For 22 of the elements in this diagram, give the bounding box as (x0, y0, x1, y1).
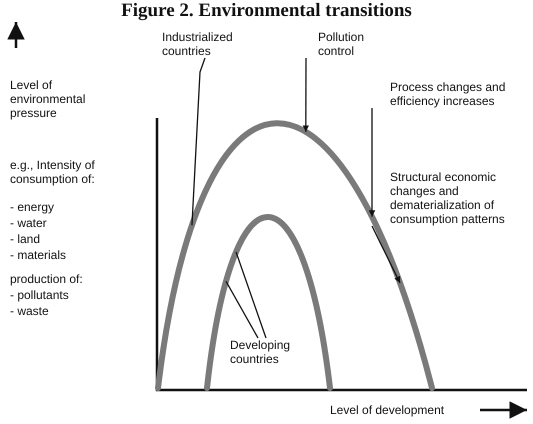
annotation-text: Pollution control (298, 30, 388, 58)
leader-line (235, 252, 267, 338)
axis-label: e.g., Intensity of consumption of: (10, 158, 96, 186)
curve-label: Industrialized countries (162, 30, 254, 58)
leader-line (225, 280, 259, 338)
arrow (368, 108, 376, 217)
arrow (302, 58, 310, 132)
axis-label: Level of environmental pressure (10, 78, 86, 120)
annotation-text: Structural economic changes and dematerialization of consumption patterns (362, 170, 530, 226)
axis-label: production of: (10, 272, 84, 286)
arrow (371, 226, 401, 284)
list-item: - materials (10, 248, 68, 262)
leader-line (191, 58, 206, 226)
annotation-text: Process changes and efficiency increases (362, 80, 525, 108)
list-item: - energy (10, 200, 56, 214)
figure-title: Figure 2. Environmental transitions (120, 0, 413, 22)
list-item: - land (10, 232, 42, 246)
axis-label: Level of development (330, 403, 446, 417)
list-item: - waste (10, 304, 50, 318)
list-item: - pollutants (10, 288, 70, 302)
list-item: - water (10, 216, 48, 230)
curve-label: Developing countries (230, 338, 302, 366)
